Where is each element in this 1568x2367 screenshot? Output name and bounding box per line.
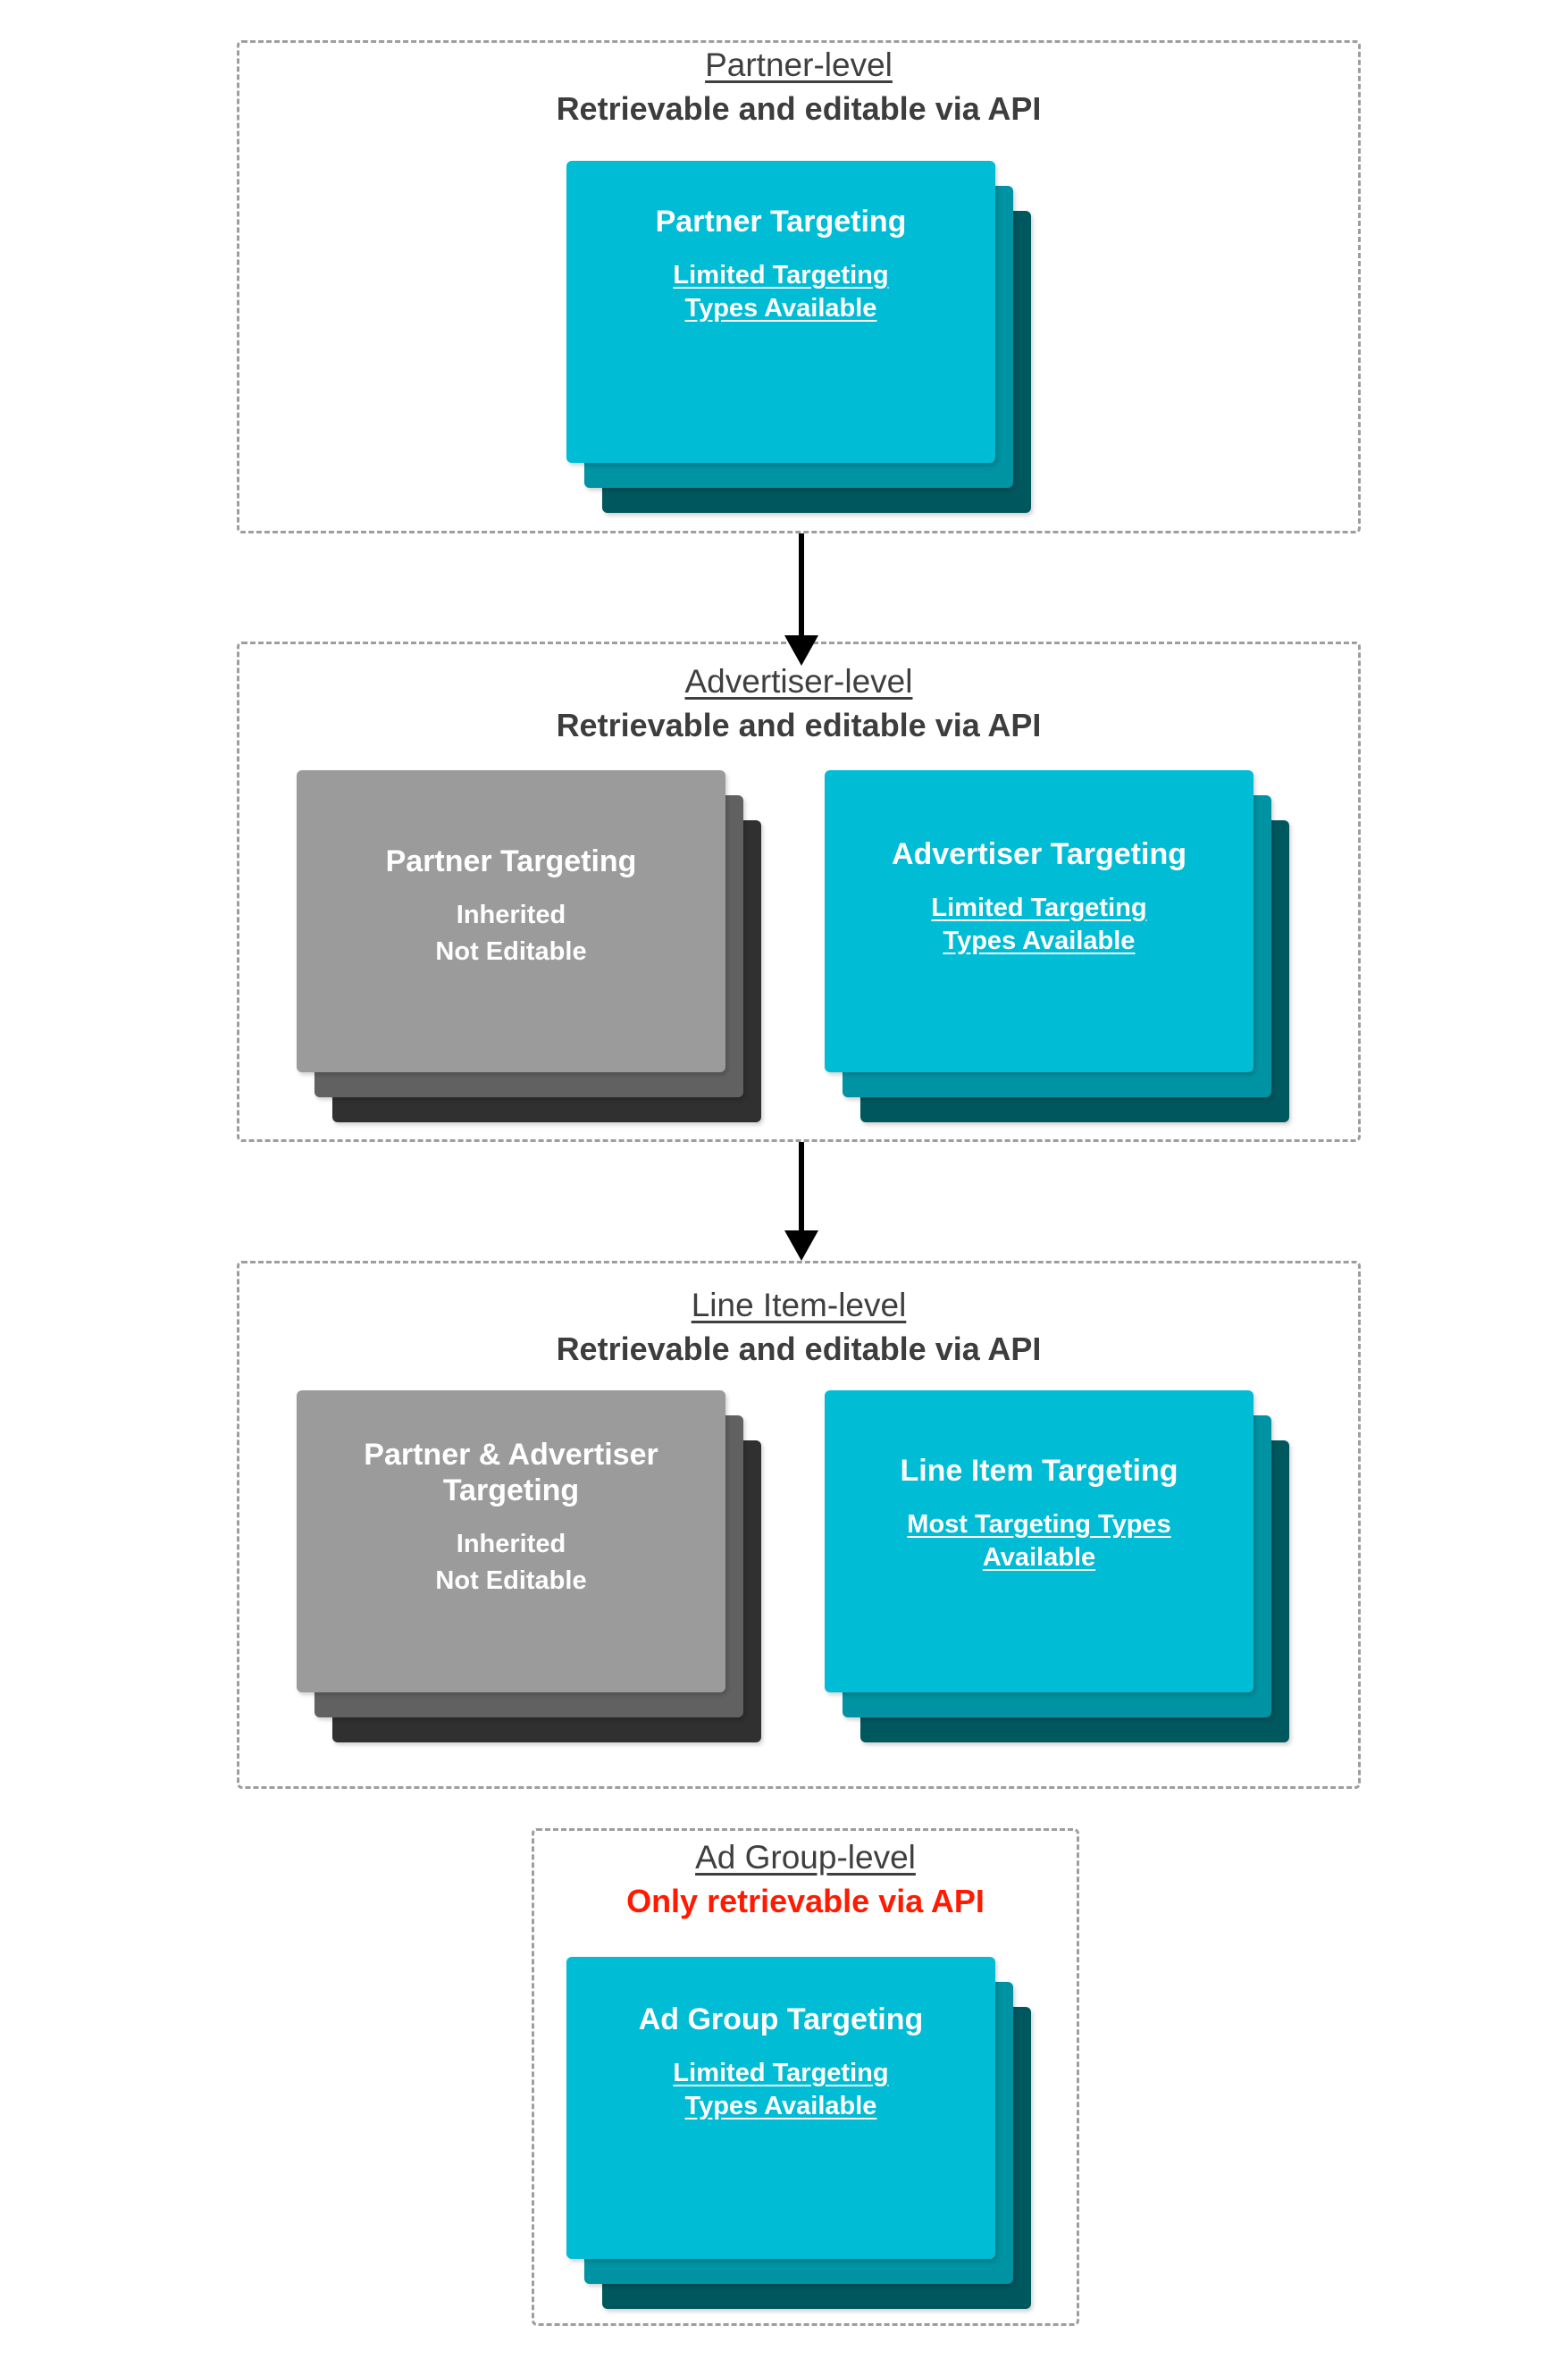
card-content-partner-inherited: Partner Targeting Inherited Not Editable — [297, 844, 725, 969]
card-subtitle-inherited-line1: Inherited — [456, 1530, 566, 1559]
card-title-partner-advertiser-inherited: Partner & Advertiser Targeting — [364, 1438, 658, 1508]
level-api-note-line-item: Retrievable and editable via API — [556, 1330, 1042, 1367]
card-title-partner-targeting: Partner Targeting — [655, 205, 907, 239]
arrow-shaft — [799, 1142, 804, 1234]
card-content-partner-advertiser-inherited: Partner & Advertiser Targeting Inherited… — [297, 1437, 725, 1598]
level-heading-partner: Partner-level Retrievable and editable v… — [237, 46, 1361, 127]
card-stack-ad-group-targeting: Ad Group Targeting Limited Targeting Typ… — [566, 1957, 1067, 2314]
card-stack-partner-targeting: Partner Targeting Limited Targeting Type… — [566, 161, 1067, 518]
card-stack-partner-inherited: Partner Targeting Inherited Not Editable — [297, 770, 797, 1128]
level-box-line-item — [237, 1261, 1361, 1789]
card-subtitle-inherited-line2: Not Editable — [435, 937, 587, 967]
level-api-note-advertiser: Retrievable and editable via API — [556, 706, 1042, 743]
arrow-partner-to-advertiser — [775, 533, 828, 666]
level-heading-ad-group: Ad Group-level Only retrievable via API — [532, 1839, 1079, 1919]
card-subtitle-line-item-targeting: Most Targeting Types Available — [907, 1510, 1171, 1573]
card-title-partner-inherited: Partner Targeting — [385, 844, 637, 878]
card-subtitle-inherited-line1: Inherited — [456, 901, 566, 930]
card-layer-front[interactable] — [825, 770, 1254, 1072]
card-subtitle-inherited-line2: Not Editable — [435, 1566, 587, 1596]
level-name-line-item: Line Item-level — [691, 1287, 907, 1323]
card-content-advertiser-targeting: Advertiser Targeting Limited Targeting T… — [825, 836, 1254, 958]
level-api-note-partner: Retrievable and editable via API — [556, 89, 1042, 127]
card-subtitle-ad-group-targeting: Limited Targeting Types Available — [673, 2059, 889, 2121]
card-content-line-item-targeting: Line Item Targeting Most Targeting Types… — [825, 1453, 1254, 1574]
level-heading-advertiser: Advertiser-level Retrievable and editabl… — [237, 663, 1361, 743]
level-name-ad-group: Ad Group-level — [695, 1839, 916, 1876]
card-layer-front[interactable] — [297, 770, 725, 1072]
card-title-ad-group-targeting: Ad Group Targeting — [638, 2002, 924, 2036]
level-box-partner — [237, 40, 1361, 533]
arrow-head-icon — [784, 635, 818, 666]
arrow-shaft — [799, 533, 804, 639]
level-api-note-ad-group: Only retrievable via API — [626, 1882, 985, 1919]
card-subtitle-advertiser-targeting: Limited Targeting Types Available — [931, 894, 1147, 956]
card-stack-advertiser-targeting: Advertiser Targeting Limited Targeting T… — [825, 770, 1325, 1128]
card-layer-front[interactable] — [297, 1390, 725, 1692]
arrow-advertiser-to-line-item — [775, 1142, 828, 1261]
card-layer-front[interactable] — [825, 1390, 1254, 1692]
level-heading-line-item: Line Item-level Retrievable and editable… — [237, 1287, 1361, 1367]
level-name-partner: Partner-level — [705, 46, 893, 83]
card-title-line-item-targeting: Line Item Targeting — [900, 1454, 1178, 1488]
level-box-ad-group — [532, 1828, 1079, 2326]
card-content-partner-targeting: Partner Targeting Limited Targeting Type… — [566, 204, 995, 325]
card-content-ad-group-targeting: Ad Group Targeting Limited Targeting Typ… — [566, 2002, 995, 2123]
arrow-head-icon — [784, 1230, 818, 1261]
card-stack-partner-advertiser-inherited: Partner & Advertiser Targeting Inherited… — [297, 1390, 797, 1766]
card-subtitle-partner-targeting: Limited Targeting Types Available — [673, 261, 889, 323]
card-layer-front[interactable] — [566, 1957, 995, 2259]
level-name-advertiser: Advertiser-level — [684, 663, 913, 700]
card-layer-front[interactable] — [566, 161, 995, 463]
card-stack-line-item-targeting: Line Item Targeting Most Targeting Types… — [825, 1390, 1325, 1766]
card-title-advertiser-targeting: Advertiser Targeting — [891, 837, 1186, 871]
